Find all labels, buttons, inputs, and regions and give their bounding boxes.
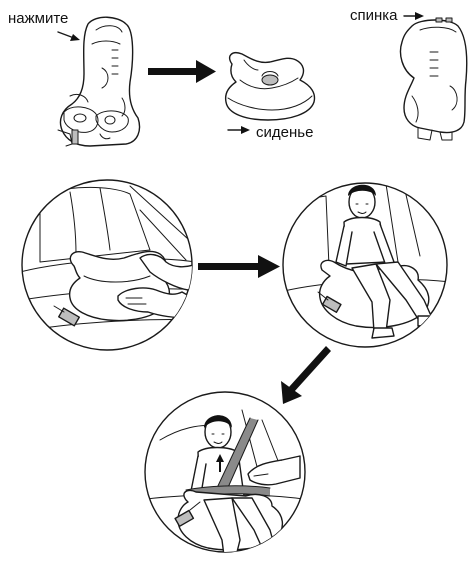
step-2-circle [280, 183, 450, 347]
arrow-right-icon [148, 60, 216, 83]
press-arrow-icon [58, 32, 80, 41]
step-1-circle [20, 180, 204, 350]
backrest-arrow-icon [404, 12, 424, 20]
step-3-circle [140, 392, 310, 556]
backrest [401, 18, 467, 140]
arrow-down-left-icon [281, 346, 331, 404]
booster-seat [226, 53, 315, 120]
seat-arrow-icon [228, 126, 250, 134]
arrow-right-icon [198, 255, 280, 278]
